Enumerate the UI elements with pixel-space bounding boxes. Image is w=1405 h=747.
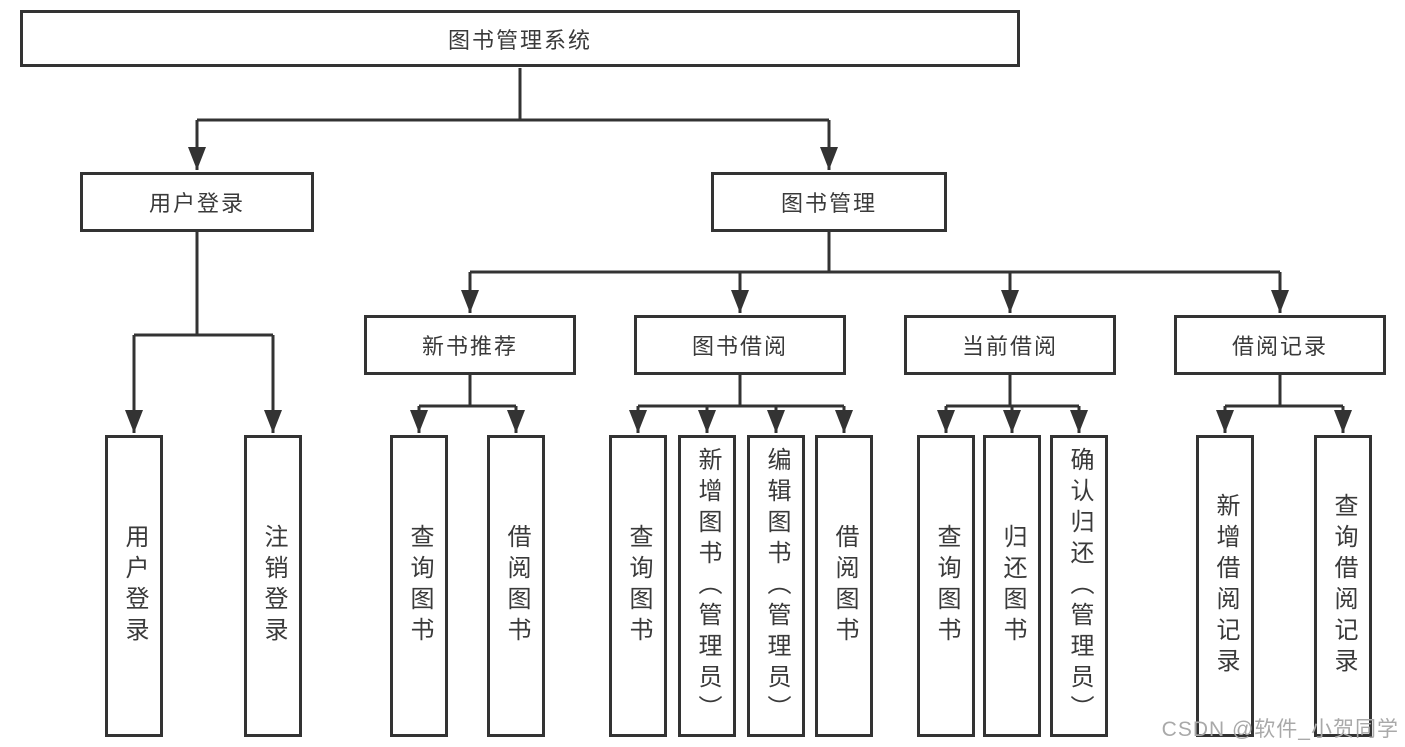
leaf-confirm-return-admin: 确认归还（管理员） xyxy=(1050,435,1108,737)
node-current-borrowing: 当前借阅 xyxy=(904,315,1116,375)
node-new-book-recommendation: 新书推荐 xyxy=(364,315,576,375)
leaf-add-book-admin: 新增图书（管理员） xyxy=(678,435,736,737)
node-user-login: 用户登录 xyxy=(80,172,314,232)
leaf-query-books-recommend: 查询图书 xyxy=(390,435,448,737)
node-book-borrowing: 图书借阅 xyxy=(634,315,846,375)
leaf-borrow-books-recommend: 借阅图书 xyxy=(487,435,545,737)
leaf-borrow-books-borrowing: 借阅图书 xyxy=(815,435,873,737)
leaf-query-books-borrowing: 查询图书 xyxy=(609,435,667,737)
leaf-edit-book-admin: 编辑图书（管理员） xyxy=(747,435,805,737)
csdn-watermark: CSDN @软件_小贺同学 xyxy=(1161,718,1399,741)
node-library-management-system: 图书管理系统 xyxy=(20,10,1020,67)
leaf-logout: 注销登录 xyxy=(244,435,302,737)
leaf-user-login: 用户登录 xyxy=(105,435,163,737)
node-book-management: 图书管理 xyxy=(711,172,947,232)
node-borrowing-records: 借阅记录 xyxy=(1174,315,1386,375)
leaf-query-books-current: 查询图书 xyxy=(917,435,975,737)
leaf-return-books: 归还图书 xyxy=(983,435,1041,737)
leaf-add-borrow-record: 新增借阅记录 xyxy=(1196,435,1254,737)
leaf-query-borrow-record: 查询借阅记录 xyxy=(1314,435,1372,737)
